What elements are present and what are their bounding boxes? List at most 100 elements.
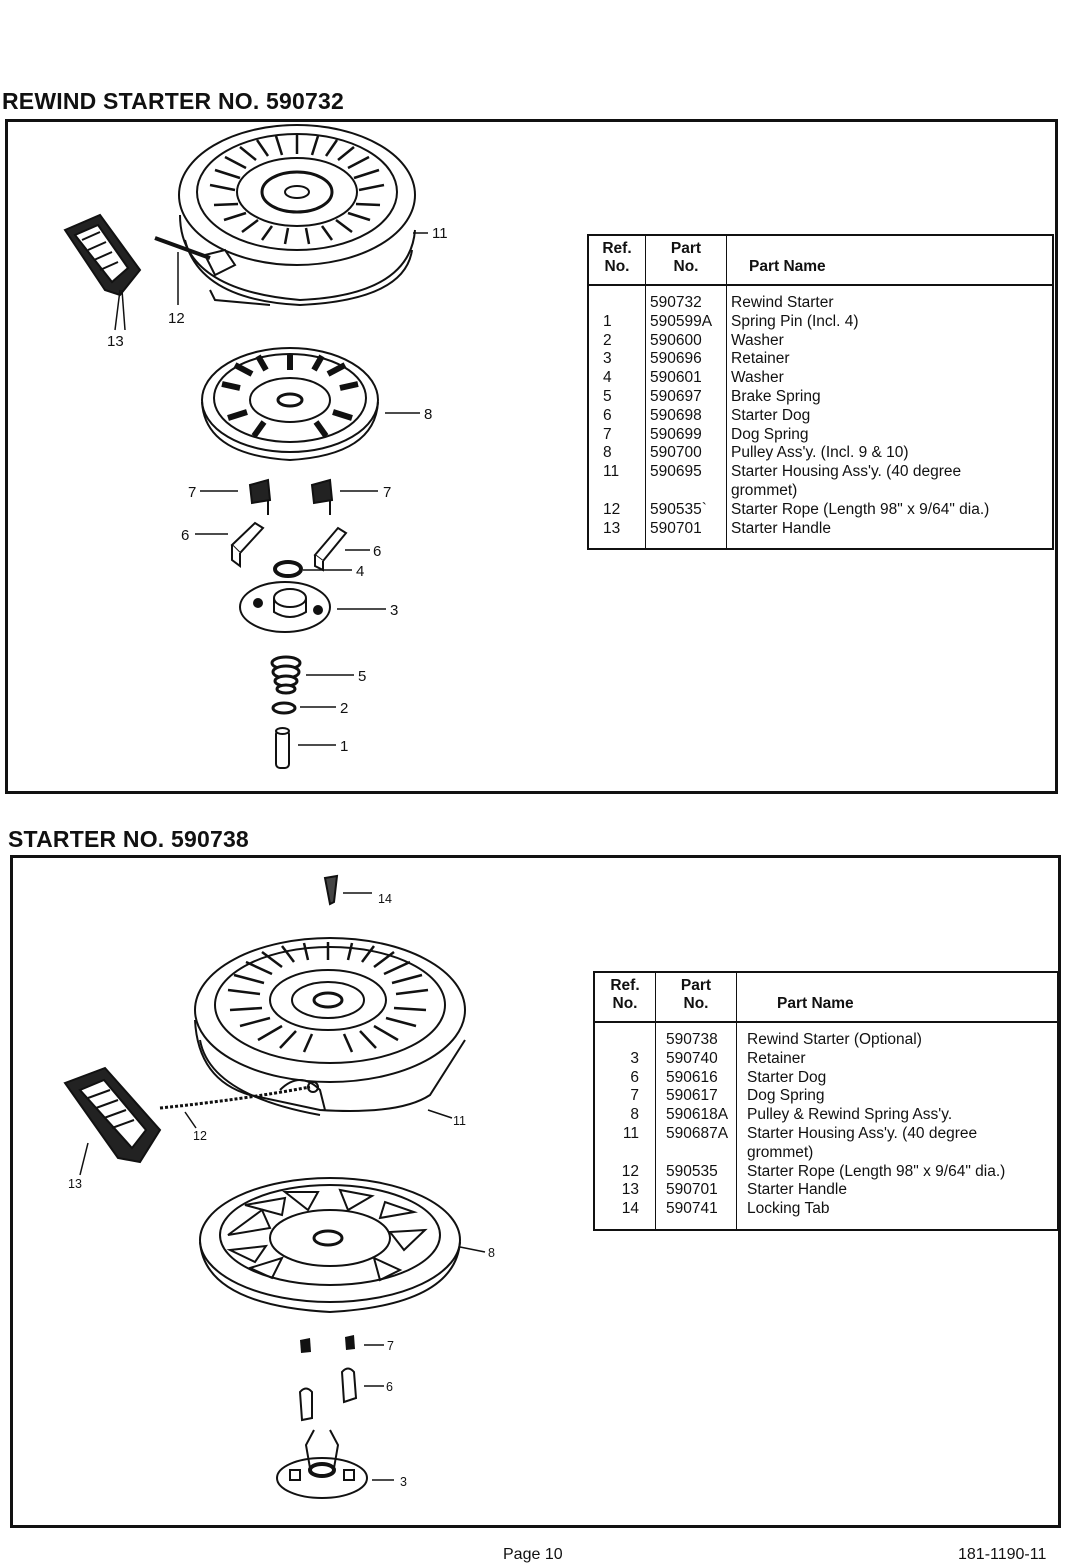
ref-no-cell: 4 <box>588 369 646 388</box>
ref-no-cell: 5 <box>588 387 646 407</box>
part-name-cell: Starter Rope (Length 98" x 9/64" dia.) <box>731 500 990 518</box>
part-no-cell <box>645 481 727 501</box>
table-row: grommet) <box>588 481 1053 501</box>
part-no-cell: 590600 <box>645 331 727 351</box>
part-no-cell: 590618A <box>655 1106 737 1125</box>
callout-3: 3 <box>400 1475 407 1489</box>
part-no-cell: 590599A <box>645 312 727 332</box>
part-no-cell: 590687A <box>655 1124 737 1144</box>
section1-frame <box>5 119 1058 794</box>
part-no-cell: 590695 <box>645 463 727 482</box>
ref-no-cell: 11 <box>594 1124 656 1144</box>
part-name-cell: Rewind Starter (Optional) <box>747 1031 922 1048</box>
part-no-cell: 590701 <box>645 519 727 550</box>
part-name-cell: Starter Rope (Length 98" x 9/64" dia.) <box>747 1162 1006 1180</box>
ref-no-cell: 6 <box>588 406 646 426</box>
washer-2-illustration <box>271 701 297 715</box>
callout-8: 8 <box>424 406 432 423</box>
part-name-cell: Pulley Ass'y. (Incl. 9 & 10) <box>731 444 909 462</box>
housing-2-fins <box>227 942 429 1053</box>
part-no-cell: 590696 <box>645 350 727 370</box>
part-name-cell: Dog Spring <box>747 1087 825 1105</box>
part-no-cell: 590700 <box>645 444 727 464</box>
callout-6-left: 6 <box>181 527 189 544</box>
part-no-cell: 590740 <box>655 1049 737 1069</box>
ref-no-cell: 7 <box>594 1087 656 1107</box>
ref-no-cell: 1 <box>588 312 646 332</box>
ref-no-cell: 11 <box>588 463 646 482</box>
spring-pin-illustration <box>275 727 290 769</box>
part-name-cell: Starter Dog <box>747 1068 827 1086</box>
starter-handle-illustration <box>63 213 142 297</box>
pulley-2-illustration <box>199 1177 461 1314</box>
part-no-cell: 590701 <box>655 1181 737 1201</box>
callout-13: 13 <box>107 333 124 350</box>
part-name-cell: Retainer <box>731 350 790 368</box>
brake-spring-illustration <box>270 655 302 695</box>
washer-4-illustration <box>273 560 303 578</box>
callout-13: 13 <box>68 1177 82 1191</box>
part-name-cell: Starter Handle <box>747 1181 847 1199</box>
ref-no-cell: 3 <box>588 350 646 370</box>
ref-no-cell: 6 <box>594 1068 656 1088</box>
callout-3: 3 <box>390 602 398 619</box>
part-name-cell: Washer <box>731 369 784 387</box>
ref-no-cell <box>588 285 646 313</box>
ref-no-cell: 7 <box>588 425 646 445</box>
callout-7-right: 7 <box>383 484 391 501</box>
part-no-cell: 590601 <box>645 369 727 388</box>
ref-no-cell: 3 <box>594 1049 656 1069</box>
callout-leaders-2 <box>79 892 486 1481</box>
callout-6: 6 <box>386 1380 393 1394</box>
ref-no-cell: 12 <box>594 1162 656 1182</box>
table-row: grommet) <box>594 1143 1058 1163</box>
part-name-cell: Dog Spring <box>731 425 809 443</box>
section2-title: STARTER NO. 590738 <box>8 826 249 852</box>
ref-no-cell <box>594 1022 656 1050</box>
callout-4: 4 <box>356 563 364 580</box>
part-no-cell: 590698 <box>645 406 727 426</box>
part-name-cell: Spring Pin (Incl. 4) <box>731 312 859 330</box>
part-no-cell: 590617 <box>655 1087 737 1107</box>
part-no-cell: 590616 <box>655 1068 737 1088</box>
callout-7-left: 7 <box>188 484 196 501</box>
locking-tab-illustration <box>323 874 339 906</box>
ref-no-cell: 8 <box>588 444 646 464</box>
section2-frame <box>10 855 1061 1528</box>
callout-leaders <box>114 232 428 746</box>
part-no-cell: 590697 <box>645 387 727 407</box>
part-name-cell: Locking Tab <box>747 1200 830 1218</box>
part-no-cell: 590699 <box>645 425 727 445</box>
retainer-2-illustration <box>276 1429 368 1499</box>
part-no-cell: 590732 <box>645 285 727 313</box>
dog-spring-illustrations <box>248 478 334 515</box>
ref-no-header: Ref.No. <box>588 235 646 286</box>
ref-no-cell: 13 <box>588 519 646 550</box>
callout-12: 12 <box>168 310 185 327</box>
starter-housing-illustration <box>154 124 416 307</box>
callout-11: 11 <box>453 1114 466 1128</box>
callout-14: 14 <box>378 892 392 906</box>
ref-no-cell: 13 <box>594 1181 656 1201</box>
part-name-cell: grommet) <box>731 481 798 499</box>
part-no-cell: 590535 <box>655 1162 737 1182</box>
